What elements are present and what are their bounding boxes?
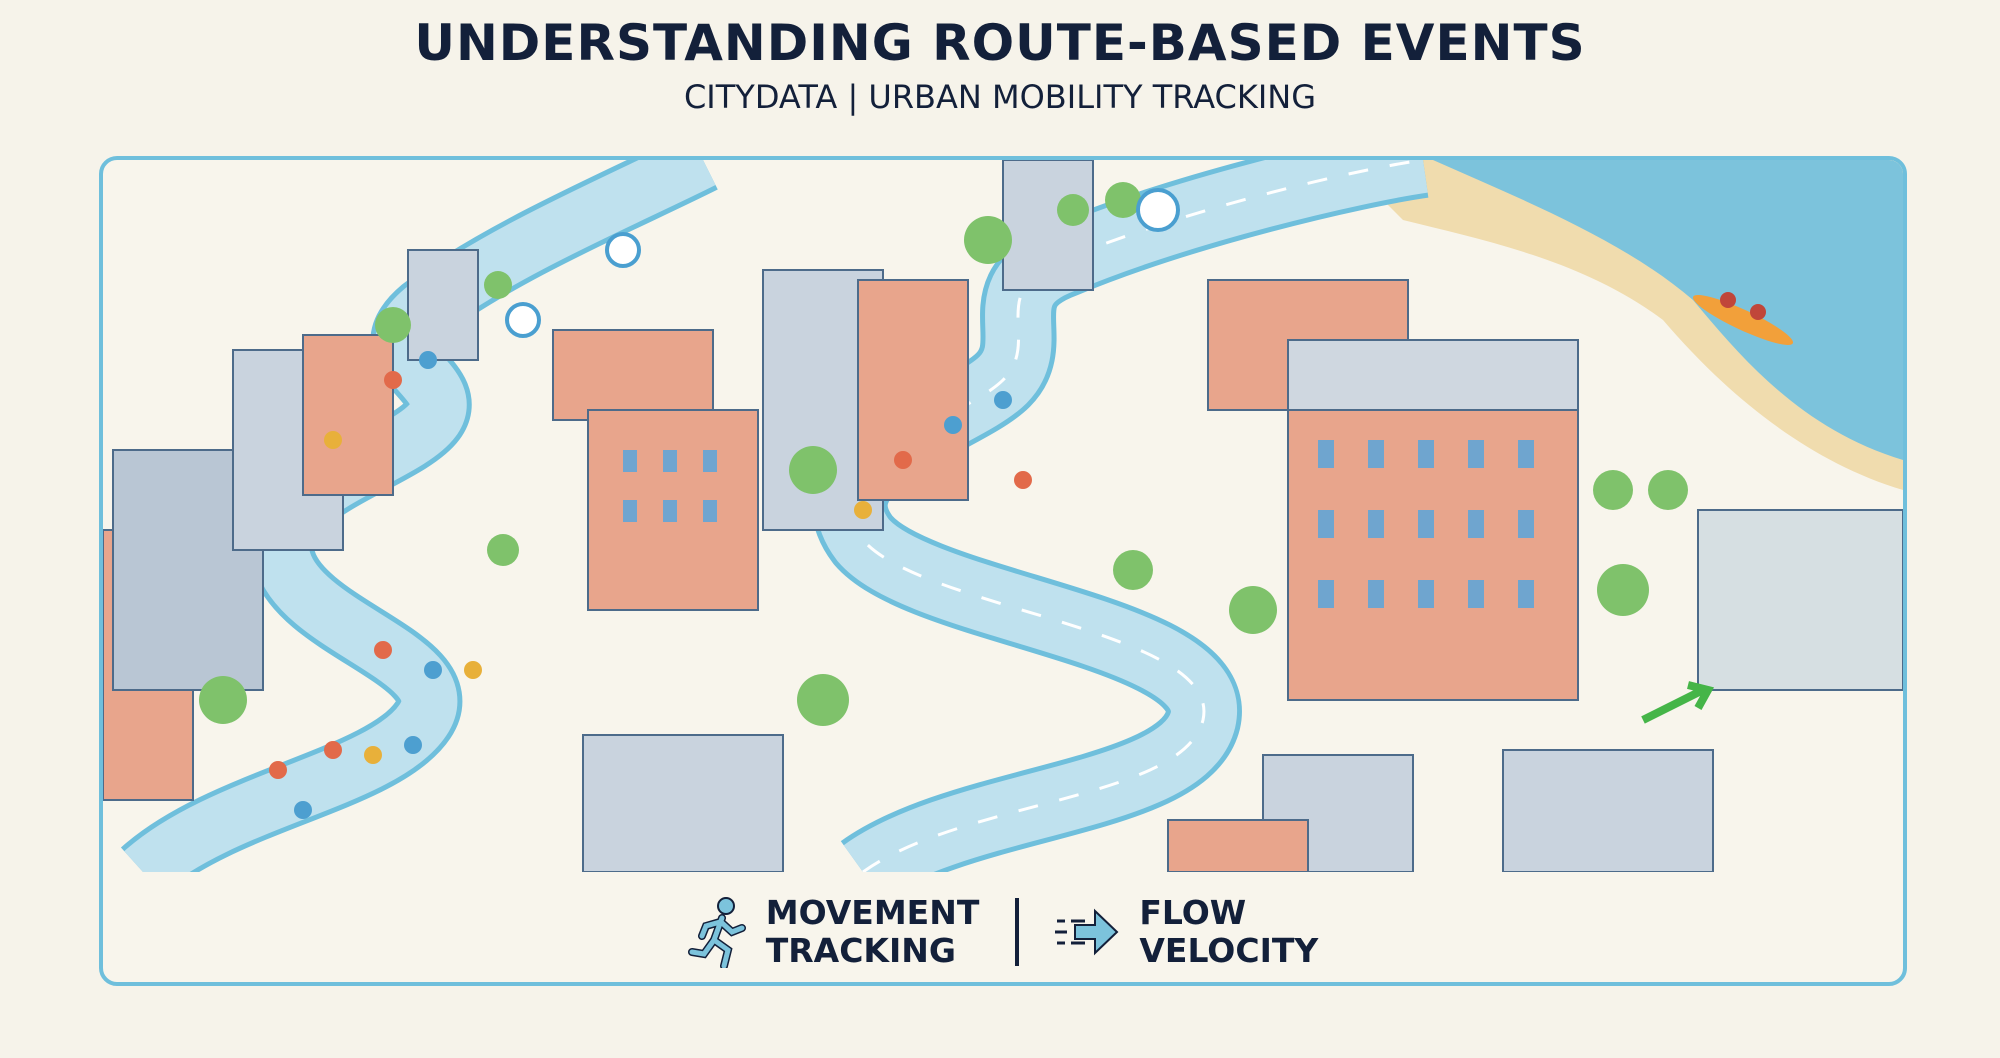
legend-label-line2: TRACKING [765, 931, 956, 970]
runner-icon [687, 897, 746, 968]
page-subtitle: CITYDATA | URBAN MOBILITY TRACKING [683, 78, 1317, 116]
runner [269, 351, 1032, 819]
legend: MOVEMENT TRACKING FLOW VELOCITY [103, 882, 1903, 982]
legend-label-line1: MOVEMENT [765, 893, 980, 932]
tree [199, 182, 1688, 726]
green-arrow-icon [1641, 681, 1715, 724]
legend-label-line1: FLOW [1139, 893, 1247, 932]
map-pin-icon [505, 188, 1180, 338]
page-title: UNDERSTANDING ROUTE-BASED EVENTS [414, 14, 1586, 72]
speed-arrow-icon [1055, 908, 1119, 956]
legend-divider [1015, 898, 1020, 966]
legend-flow-velocity: FLOW VELOCITY [1055, 894, 1318, 970]
illustration-panel: MOVEMENT TRACKING FLOW VELOCITY [99, 156, 1907, 986]
kayak [1692, 292, 1794, 345]
legend-movement-tracking: MOVEMENT TRACKING [687, 893, 980, 970]
city-route-illustration [103, 160, 1903, 872]
legend-label-line2: VELOCITY [1139, 931, 1319, 970]
water [1433, 160, 1903, 460]
